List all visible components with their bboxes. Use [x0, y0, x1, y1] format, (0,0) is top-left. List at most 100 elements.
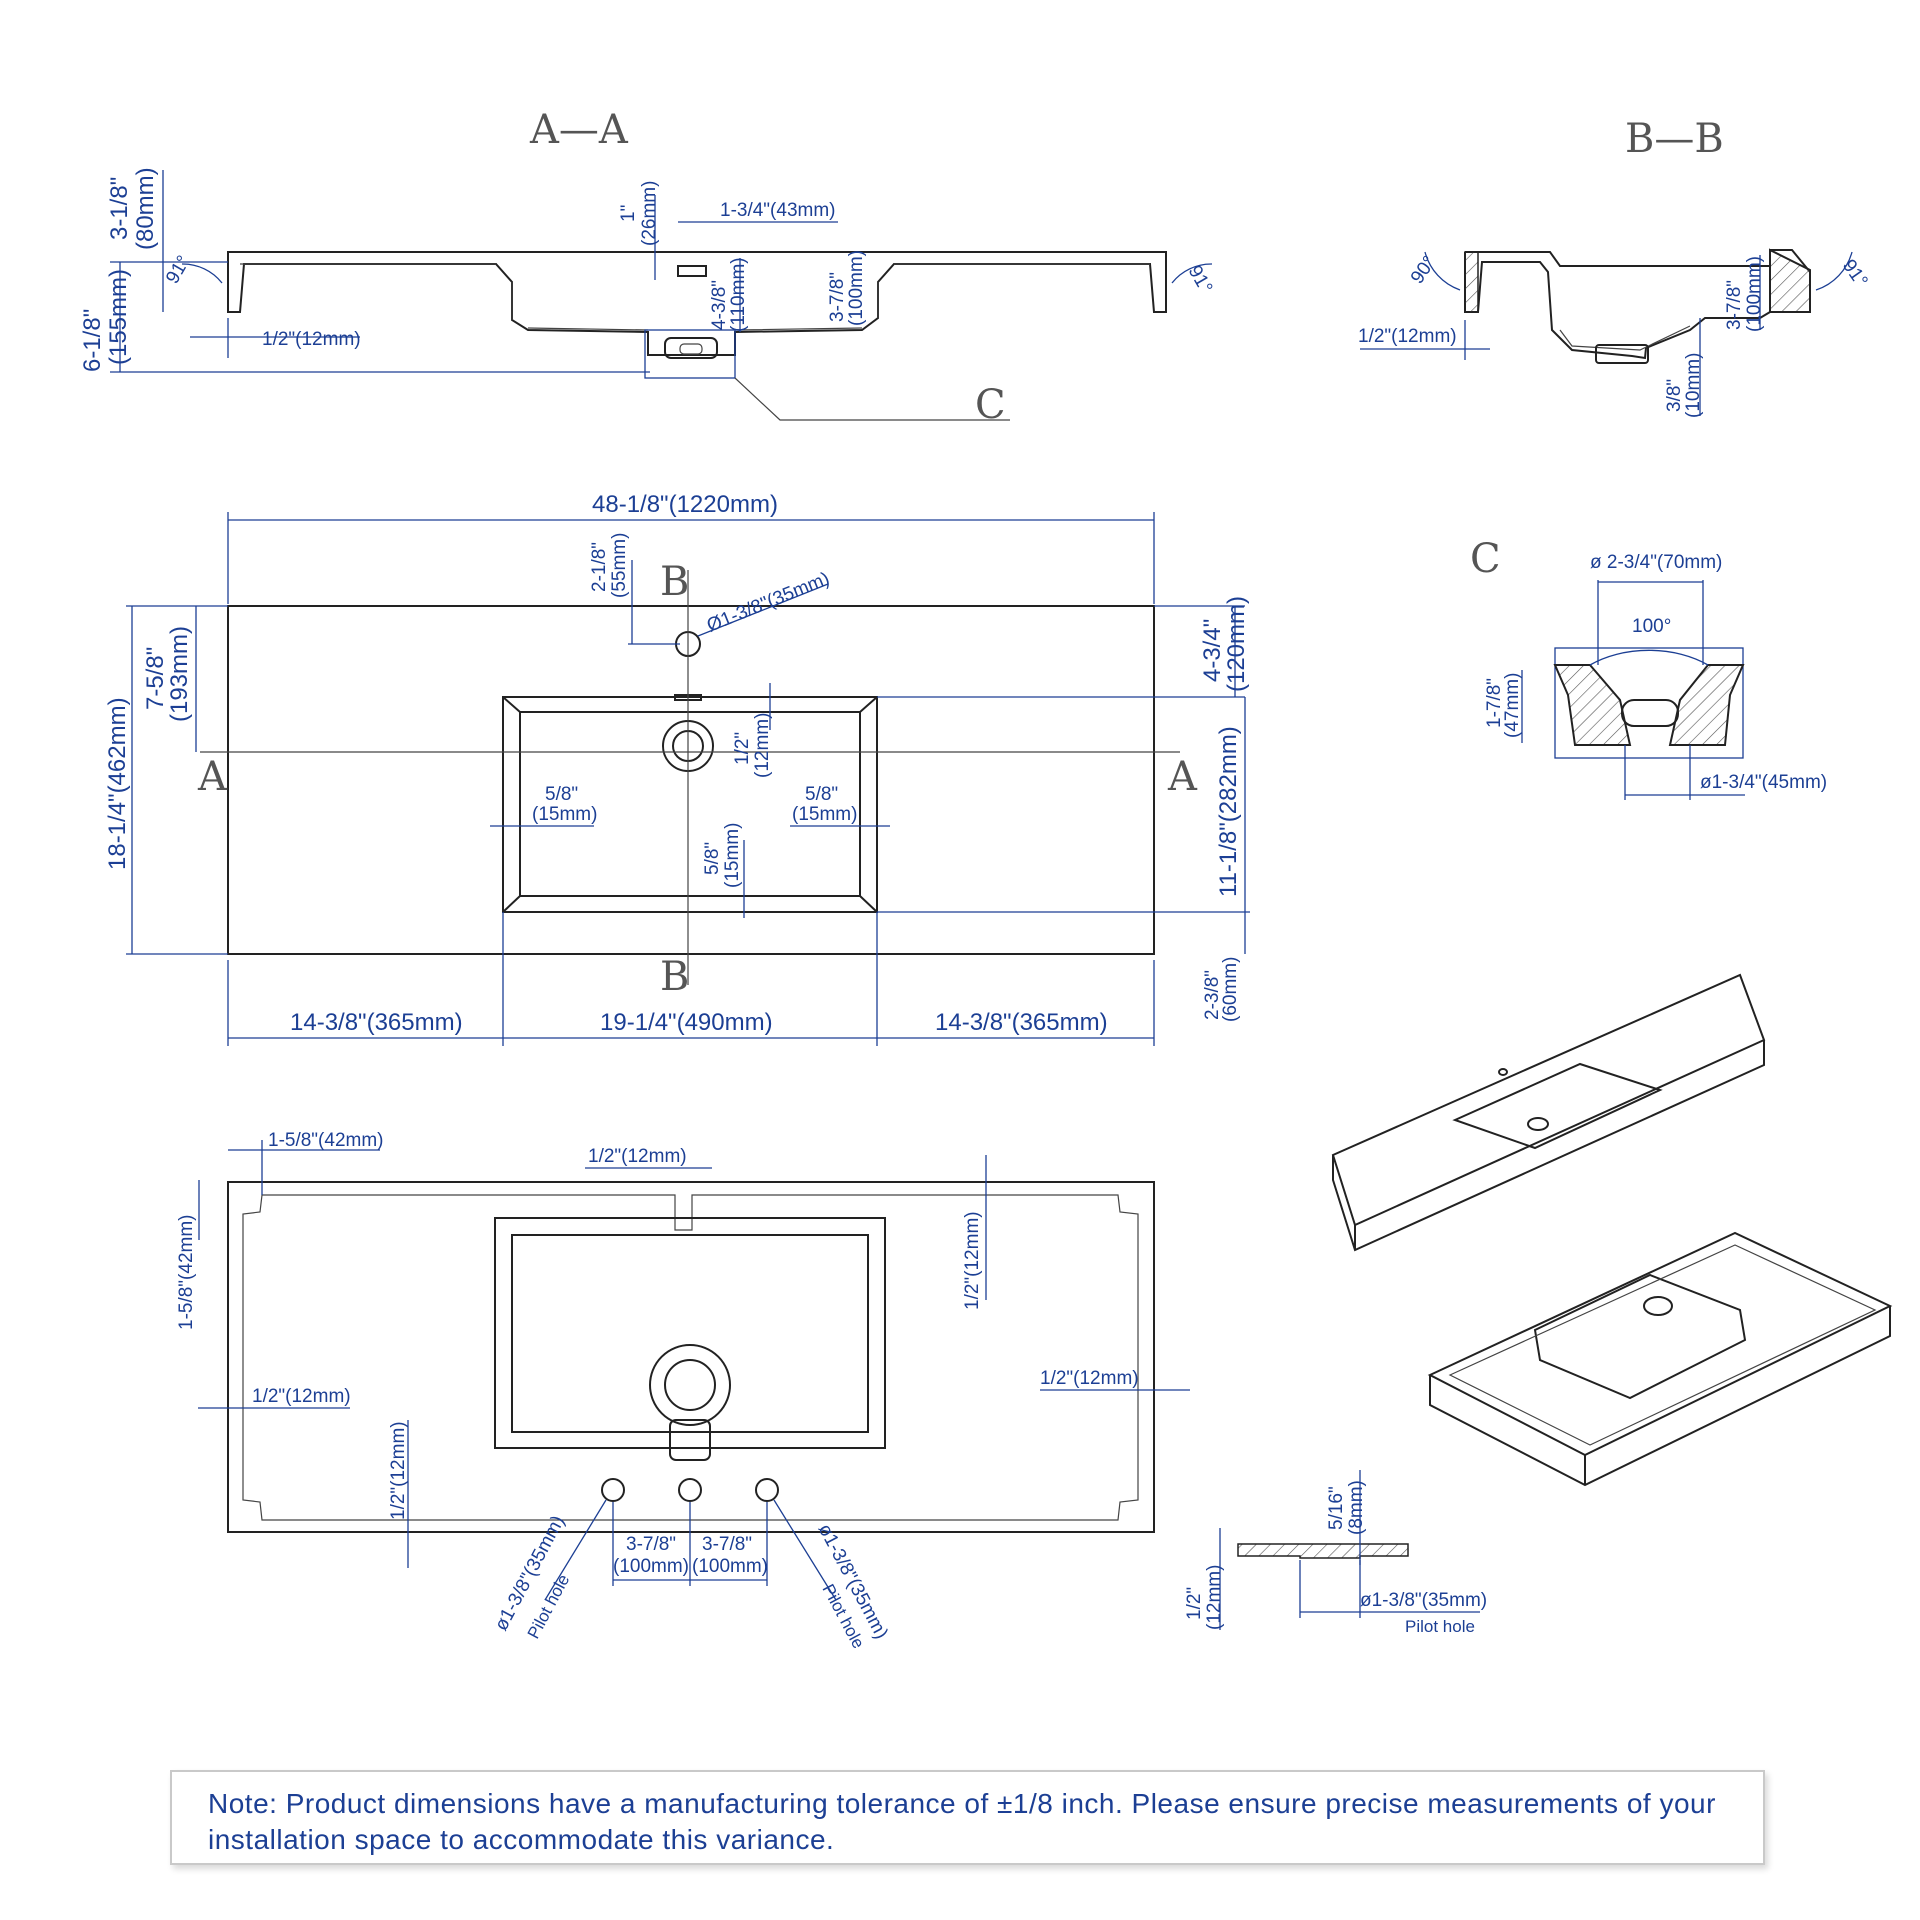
- bottom-view-outline: [227, 1181, 1155, 1533]
- drain-detail-section: [664, 337, 718, 359]
- dim-front-rim-mm: (60mm): [1220, 957, 1241, 1022]
- dim-drop-mm: (26mm): [639, 181, 660, 246]
- iso-top-surface: [1331, 973, 1766, 1227]
- top-view: A A B B 48-1/8"(1220mm) 18-1/4"(462mm) 7…: [104, 491, 1250, 1046]
- section-bb-outline: [1464, 249, 1811, 360]
- dim-rim-to-basin-mm: (120mm): [1223, 596, 1250, 692]
- dim-inner-depth-mm: (100mm): [846, 250, 867, 326]
- isometric-top-view: [1331, 973, 1766, 1252]
- dim-spacing-right-mm: (100mm): [692, 1556, 768, 1577]
- bb-dim-wall: 1/2"(12mm): [1358, 326, 1457, 347]
- iso-top-edges: [1332, 1040, 1765, 1252]
- dim-rib-bottom-vertical: 1/2"(12mm): [388, 1421, 409, 1520]
- iso-bottom-rib: [1448, 1244, 1877, 1446]
- dim-tap-from-back: 2-1/8": [589, 542, 610, 592]
- dim-overall-depth: 18-1/4"(462mm): [104, 697, 131, 870]
- detail-c-hatch-right: [1668, 664, 1745, 746]
- dim-inner-right-mm: (15mm): [792, 804, 857, 825]
- dim-tap-from-back-mm: (55mm): [609, 533, 630, 598]
- bottom-drain-channel: [669, 1419, 711, 1461]
- dim-left-deck: 14-3/8"(365mm): [290, 1009, 463, 1036]
- iso-top-tap-hole: [1498, 1068, 1508, 1076]
- dim-basin-width: 19-1/4"(490mm): [600, 1009, 773, 1036]
- dim-basin-from-back: 7-5/8": [142, 647, 169, 710]
- pilot-detail-depth-mm: (8mm): [1346, 1480, 1367, 1535]
- section-aa-view: A—A C 6-1/8" (155mm) 3-1/8" (80mm) 1/2"(…: [79, 107, 1216, 428]
- dim-inner-top-mm: (12mm): [752, 713, 773, 778]
- bb-angle-arc-right: [1815, 251, 1853, 291]
- dim-inner-left-mm: (15mm): [532, 804, 597, 825]
- dim-spacing-right: 3-7/8": [702, 1534, 752, 1555]
- dim-tap-hole: Ø1-3/8"(35mm): [704, 568, 833, 636]
- section-bb-hatch-left: [1464, 251, 1479, 313]
- pilot-hole-left: [601, 1478, 625, 1502]
- bottom-view: 1-5/8"(42mm) 1-5/8"(42mm) 1/2"(12mm) 1/2…: [176, 1130, 1190, 1652]
- dim-rim-to-basin: 4-3/4": [1199, 619, 1226, 682]
- dim-right-deck: 14-3/8"(365mm): [935, 1009, 1108, 1036]
- basin-outline-bottom: [494, 1217, 886, 1449]
- pilot-detail-dia: ø1-3/8"(35mm): [1360, 1590, 1487, 1611]
- bb-dim-inner-depth: 3-7/8": [1724, 280, 1745, 330]
- section-aa-outline: [227, 251, 1167, 356]
- bottom-drain-inner: [664, 1359, 716, 1411]
- detail-c-top-dia: ø 2-3/4"(70mm): [1590, 552, 1722, 573]
- dim-rim-height-mm: (80mm): [132, 167, 159, 250]
- vanity-top-outline: [227, 605, 1155, 955]
- section-bb-inner: [1559, 325, 1691, 351]
- dim-slot-width: 1-3/4"(43mm): [720, 200, 836, 221]
- bb-dim-inner-depth-mm: (100mm): [1744, 256, 1765, 332]
- iso-bottom-surface: [1427, 1231, 1893, 1457]
- detail-c-label: C: [1470, 536, 1501, 582]
- dim-basin-from-back-mm: (193mm): [166, 626, 193, 722]
- detail-c-angle-arc: [1589, 649, 1709, 666]
- dim-corner-vertical: 1-5/8"(42mm): [176, 1215, 197, 1331]
- bb-dim-bottom: 3/8": [1664, 379, 1685, 412]
- bb-dim-bottom-mm: (10mm): [1683, 353, 1704, 418]
- bottom-drain-outer: [649, 1344, 731, 1426]
- dim-basin-depth-mm: (110mm): [728, 257, 749, 332]
- detail-c-frame: [1554, 647, 1744, 759]
- pilot-hole-detail: 5/16" (8mm) 1/2" (12mm) ø1-3/8"(35mm) Pi…: [1184, 1470, 1487, 1636]
- detail-c-height-mm: (47mm): [1502, 673, 1523, 738]
- leader-pilot-right: [773, 1499, 837, 1601]
- dim-slot: 1/2"(12mm): [588, 1146, 687, 1167]
- dim-rib-left: 1/2"(12mm): [252, 1386, 351, 1407]
- angle-left: 91°: [162, 252, 195, 287]
- dim-inner-depth: 3-7/8": [827, 272, 848, 322]
- section-bb-drain: [1595, 344, 1649, 364]
- dim-basin-depth: 11-1/8"(282mm): [1215, 726, 1242, 897]
- b-bottom-label: B: [660, 954, 689, 1000]
- dim-corner: 1-5/8"(42mm): [268, 1130, 384, 1151]
- pilot-detail-thickness: 1/2": [1184, 1587, 1205, 1620]
- dim-rib-right-vertical: 1/2"(12mm): [962, 1211, 983, 1310]
- dim-rim-height: 3-1/8": [106, 177, 133, 240]
- b-top-label: B: [660, 559, 689, 605]
- note-box: Note: Product dimensions have a manufact…: [170, 1770, 1765, 1865]
- slot-mark: [677, 265, 707, 277]
- iso-bottom-basin: [1533, 1273, 1747, 1400]
- dim-inner-top: 1/2": [732, 732, 753, 765]
- detail-c-angle: 100°: [1632, 616, 1671, 637]
- iso-top-drain: [1527, 1117, 1549, 1131]
- dim-wall: 1/2"(12mm): [262, 329, 361, 350]
- iso-bottom-edges: [1429, 1306, 1891, 1487]
- iso-bottom-drain: [1643, 1296, 1673, 1316]
- bb-angle-right: 91°: [1838, 256, 1872, 292]
- detail-c-hatch-left: [1553, 664, 1632, 746]
- dim-front-rim: 2-3/8": [1202, 970, 1223, 1020]
- a-left-label: A: [197, 754, 228, 800]
- dim-leader-tap-hole: [697, 583, 829, 637]
- detail-c-view: C 100° ø 2-3/4"(70mm) 1-7/8" (47mm) ø1-3…: [1470, 536, 1827, 800]
- detail-c-bottom-dia: ø1-3/4"(45mm): [1700, 772, 1827, 793]
- dim-inner-bottom: 5/8": [702, 842, 723, 875]
- section-bb-label: B—B: [1625, 116, 1724, 162]
- dim-height-total-mm: (155mm): [105, 269, 132, 365]
- iso-top-basin: [1452, 1062, 1663, 1150]
- dim-spacing-left-mm: (100mm): [613, 1556, 689, 1577]
- isometric-bottom-view: [1427, 1231, 1893, 1487]
- dim-spacing-left: 3-7/8": [626, 1534, 676, 1555]
- dim-height-total: 6-1/8": [79, 309, 106, 372]
- note-text: Note: Product dimensions have a manufact…: [208, 1788, 1716, 1855]
- dim-drop: 1": [618, 205, 639, 222]
